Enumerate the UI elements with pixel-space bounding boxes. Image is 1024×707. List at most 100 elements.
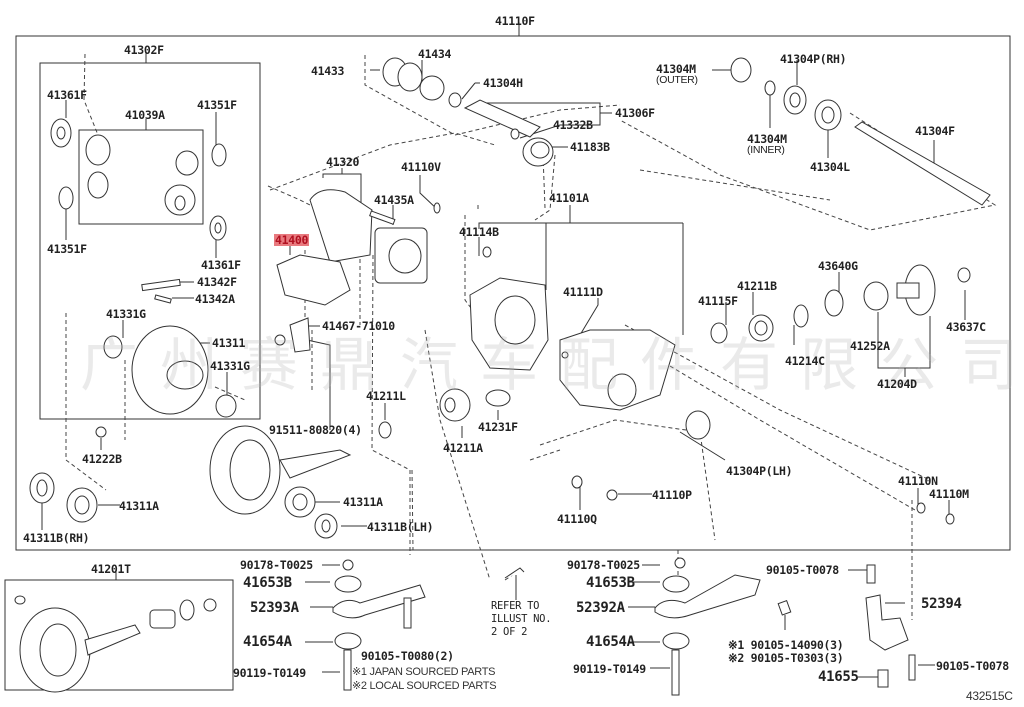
- label-41467-71010[interactable]: 41467-71010: [322, 319, 395, 333]
- mount-arm-left-illustration: [332, 559, 426, 691]
- label-90119-T0149-left[interactable]: 90119-T0149: [233, 666, 306, 680]
- label-41653B-right[interactable]: 41653B: [586, 575, 635, 591]
- label-41204D[interactable]: 41204D: [877, 377, 917, 391]
- label-41302F[interactable]: 41302F: [124, 43, 164, 57]
- label-41433[interactable]: 41433: [311, 64, 345, 78]
- label-41201T[interactable]: 41201T: [91, 562, 131, 576]
- label-41435A[interactable]: 41435A: [374, 193, 414, 207]
- carrier-bearings-illustration: [378, 388, 511, 439]
- label-41311A-left[interactable]: 41311A: [119, 499, 159, 513]
- bearings-illustration: [29, 426, 338, 539]
- label-90105-T0303[interactable]: ※2 90105-T0303(3): [728, 651, 844, 665]
- label-41110N[interactable]: 41110N: [898, 474, 938, 488]
- label-41304M-outer[interactable]: 41304M: [656, 62, 696, 76]
- refer-note-line1: REFER TO: [491, 600, 540, 612]
- label-41222B[interactable]: 41222B: [82, 452, 122, 466]
- label-41211B[interactable]: 41211B: [737, 279, 777, 293]
- label-41400-highlighted[interactable]: 41400: [274, 233, 310, 247]
- label-41304M-inner[interactable]: 41304M: [747, 132, 787, 146]
- ring-pinion-kit-illustration: [14, 595, 217, 693]
- plugs-illustration: [482, 246, 955, 525]
- label-41311A-mid[interactable]: 41311A: [343, 495, 383, 509]
- label-43637C[interactable]: 43637C: [946, 320, 986, 334]
- label-41320[interactable]: 41320: [326, 155, 360, 169]
- differential-case-frame: [39, 62, 261, 420]
- label-41211A[interactable]: 41211A: [443, 441, 483, 455]
- label-41332B[interactable]: 41332B: [553, 118, 593, 132]
- label-41361F-bottom[interactable]: 41361F: [201, 258, 241, 272]
- label-52393A[interactable]: 52393A: [250, 600, 299, 616]
- label-41304L[interactable]: 41304L: [810, 160, 850, 174]
- label-90105-T0080[interactable]: 90105-T0080(2): [361, 649, 454, 663]
- thrust-washers-illustration: [50, 118, 227, 241]
- label-41311[interactable]: 41311: [212, 336, 246, 350]
- label-41039A[interactable]: 41039A: [125, 108, 165, 122]
- label-52392A[interactable]: 52392A: [576, 600, 625, 616]
- pinion-gears-illustration: [85, 134, 199, 216]
- label-41351F-bottom[interactable]: 41351F: [47, 242, 87, 256]
- label-41252A[interactable]: 41252A: [850, 339, 890, 353]
- note-japan-sourced: ※1 JAPAN SOURCED PARTS: [352, 666, 496, 678]
- companion-flange-illustration: [685, 264, 971, 440]
- label-41304M-outer-note: (OUTER): [656, 74, 698, 86]
- label-41342F[interactable]: 41342F: [197, 275, 237, 289]
- ring-gear-illustration: [209, 425, 352, 515]
- label-41110P[interactable]: 41110P: [652, 488, 692, 502]
- label-52394[interactable]: 52394: [921, 596, 962, 612]
- actuator-illustration: [274, 189, 441, 353]
- label-41351F-top[interactable]: 41351F: [197, 98, 237, 112]
- label-41211L[interactable]: 41211L: [366, 389, 406, 403]
- label-41304H[interactable]: 41304H: [483, 76, 523, 90]
- diagram-id: 432515C: [966, 689, 1013, 703]
- input-shaft-illustration: [382, 57, 554, 167]
- label-41304P-RH[interactable]: 41304P(RH): [780, 52, 847, 66]
- label-41231F[interactable]: 41231F: [478, 420, 518, 434]
- label-90105-14090[interactable]: ※1 90105-14090(3): [728, 638, 844, 652]
- label-41653B-left[interactable]: 41653B: [243, 575, 292, 591]
- label-41304M-inner-note: (INNER): [747, 144, 785, 156]
- label-90105-T0078-top[interactable]: 90105-T0078: [766, 563, 839, 577]
- label-41114B[interactable]: 41114B: [459, 225, 499, 239]
- label-41361F-top[interactable]: 41361F: [47, 88, 87, 102]
- label-41331G-a[interactable]: 41331G: [106, 307, 146, 321]
- label-90178-T0025-right[interactable]: 90178-T0025: [567, 558, 640, 572]
- label-41331G-b[interactable]: 41331G: [210, 359, 250, 373]
- label-41306F[interactable]: 41306F: [615, 106, 655, 120]
- main-assembly-frame: [15, 35, 1011, 551]
- label-41111D[interactable]: 41111D: [563, 285, 603, 299]
- label-90105-T0078-bottom[interactable]: 90105-T0078: [936, 659, 1009, 673]
- label-41115F[interactable]: 41115F: [698, 294, 738, 308]
- label-43640G[interactable]: 43640G: [818, 259, 858, 273]
- clip-illustration: [504, 567, 525, 579]
- ring-pinion-frame: [4, 579, 234, 691]
- label-41110Q[interactable]: 41110Q: [557, 512, 597, 526]
- note-local-sourced: ※2 LOCAL SOURCED PARTS: [352, 680, 497, 692]
- label-90178-T0025-left[interactable]: 90178-T0025: [240, 558, 313, 572]
- label-41110V[interactable]: 41110V: [401, 160, 441, 174]
- label-41304F[interactable]: 41304F: [915, 124, 955, 138]
- pinion-shaft-illustration: [141, 278, 181, 304]
- label-41655[interactable]: 41655: [818, 669, 859, 685]
- label-41110M[interactable]: 41110M: [929, 487, 969, 501]
- pinion-gear-kit-frame: [78, 129, 204, 225]
- label-41101A[interactable]: 41101A: [549, 191, 589, 205]
- transfer-case-housing-illustration: [469, 277, 676, 411]
- label-41214C[interactable]: 41214C: [785, 354, 825, 368]
- label-41311B-RH[interactable]: 41311B(RH): [23, 531, 90, 545]
- label-41434[interactable]: 41434: [418, 47, 452, 61]
- label-91511-80820[interactable]: 91511-80820(4): [269, 423, 362, 437]
- label-41342A[interactable]: 41342A: [195, 292, 235, 306]
- label-41654A-left[interactable]: 41654A: [243, 634, 292, 650]
- output-shaft-illustration: [730, 57, 991, 206]
- label-41183B[interactable]: 41183B: [570, 140, 610, 154]
- label-41304P-LH[interactable]: 41304P(LH): [726, 464, 793, 478]
- label-41654A-right[interactable]: 41654A: [586, 634, 635, 650]
- differential-case-illustration: [103, 325, 237, 418]
- label-41110F: 41110F: [495, 14, 535, 28]
- refer-note-line2: ILLUST NO.: [491, 613, 552, 625]
- label-90119-T0149-right[interactable]: 90119-T0149: [573, 662, 646, 676]
- refer-note-line3: 2 OF 2: [491, 626, 528, 638]
- label-41311B-LH[interactable]: 41311B(LH): [367, 520, 434, 534]
